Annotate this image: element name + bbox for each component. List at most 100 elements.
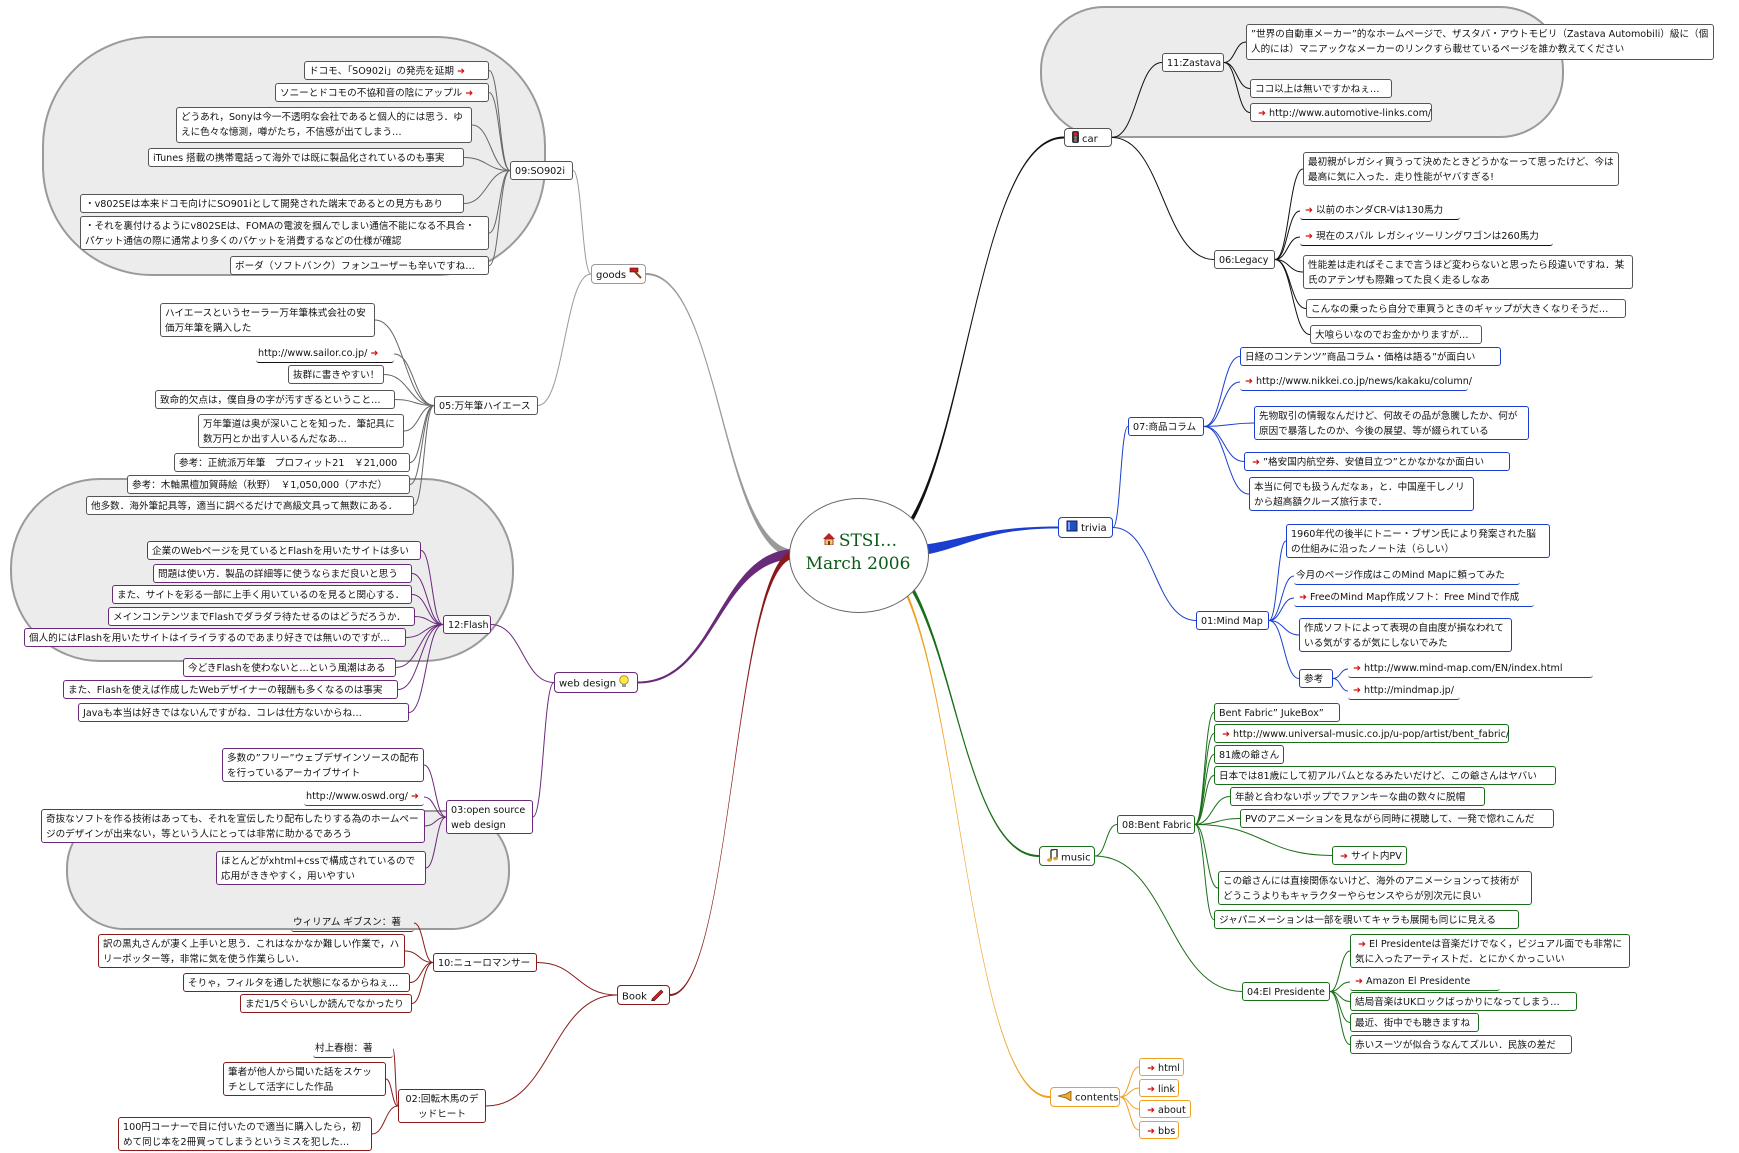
mindmap-note-3: 作成ソフトによって表現の自由度が損なわれている気がするが気にしないでみた [1299,618,1512,652]
link-hiace-hiace_5 [403,405,435,432]
flash-note-6: 今どきFlashを使わないと…という風潮はある [183,658,396,677]
topic-hiace[interactable]: 05:万年筆ハイエース [434,396,538,415]
link-flash-flash_6 [395,624,444,668]
topic-flash[interactable]: 12:Flash [443,615,491,634]
topic-music[interactable]: music [1039,846,1095,866]
link-zastava-zastava_3 [1223,62,1251,113]
branch-car [868,136,1064,558]
oss-link[interactable]: http://www.oswd.org/➜ [304,788,424,806]
link-hiace-hiace_3 [383,374,435,406]
link-book-neuro [536,962,618,996]
so902i-link-2[interactable]: ソニーとドコモの不協和音の陰にアップル➜ [275,83,489,102]
mindmap-reference[interactable]: 参考 [1299,669,1333,688]
zastava-link[interactable]: ➜http://www.automotive-links.com/ [1250,103,1432,122]
mindmap-link[interactable]: ➜FreeのMind Map作成ソフト：Free Mindで作成 [1294,589,1534,607]
link-so902i-so902i_5 [463,170,511,204]
topic-contents[interactable]: contents [1050,1087,1120,1107]
topic-so902i[interactable]: 09:SO902i [510,161,573,180]
red-arrow-icon: ➜ [410,791,419,802]
topic-mindmap[interactable]: 01:Mind Map [1196,611,1269,630]
topic-goods[interactable]: goods [591,264,646,284]
contents-html-link[interactable]: ➜html [1139,1058,1184,1076]
mindmap-note-2: 今月のページ作成はこのMind Mapに頼ってみた [1294,567,1520,585]
link-web-oss [532,682,555,818]
link-mindmap-mindmap_3 [1268,597,1295,621]
red-arrow-icon: ➜ [465,88,474,99]
kakaku-note-3[interactable]: ➜”格安国内航空券、安値目立つ”とかなかなか面白い [1244,452,1510,471]
topic-open-source-web-design[interactable]: 03:open source web design [446,800,533,834]
topic-kaiten-mokuba[interactable]: 02:回転木馬のデッドヒート [398,1089,486,1123]
link-bent-bent_7 [1194,824,1333,856]
link-bent-bent_6 [1194,818,1241,825]
red-arrow-icon: ➜ [1358,939,1367,950]
link-hiace-hiace_7 [409,405,435,485]
link-bent-bent_2 [1194,733,1215,825]
red-arrow-icon: ➜ [1147,1063,1156,1074]
bent-pv-link[interactable]: ➜サイト内PV [1332,846,1407,865]
link-zastava-zastava_1 [1223,41,1247,63]
red-arrow-icon: ➜ [1353,685,1362,696]
mindmap-ref-link-1[interactable]: ➜http://www.mind-map.com/EN/index.html [1348,660,1593,678]
bent-note-5: PVのアニメーションを見ながら同時に視聴して、一発で惚れこんだ [1240,809,1554,828]
legacy-link-2[interactable]: ➜現在のスバル レガシィツーリングワゴンは260馬力 [1300,228,1553,246]
link-oss-oss_3 [424,816,447,827]
center-topic[interactable]: STSI… March 2006 [796,530,920,576]
zastava-comment: ココ以上は無いですかねぇ… [1250,79,1392,98]
link-oss-oss_4 [425,816,447,869]
so902i-note-2: iTunes 搭載の携帯電話って海外では既に製品化されているのも事実 [148,148,464,167]
house-icon [822,531,836,553]
flash-note-2: 問題は使い方．製品の詳細等に使うならまだ良いと思う [153,564,412,583]
hiace-note-1: ハイエースというセーラー万年筆株式会社の安価万年筆を購入した [160,303,375,337]
so902i-note-5: ボーダ（ソフトバンク）フォンユーザーも辛いですね… [230,256,489,275]
link-so902i-so902i_7 [488,170,511,266]
flash-note-7: また、Flashを使えば作成したWebデザイナーの報酬も多くなるのは事実 [63,680,398,699]
link-flash-flash_8 [408,624,444,713]
legacy-link-1[interactable]: ➜以前のホンダCR-Vは130馬力 [1300,202,1460,220]
contents-link-link[interactable]: ➜link [1139,1079,1179,1097]
link-kaiten-kaiten_2 [385,1078,399,1107]
red-arrow-icon: ➜ [1340,851,1349,862]
link-kakaku-kakaku_2 [1203,381,1241,427]
mindmap-ref-link-2[interactable]: ➜http://mindmap.jp/ [1348,682,1460,700]
kakaku-note-4: 本当に何でも扱うんだなぁ，と．中国産干しノリから超高額クルーズ旅行まで． [1249,477,1474,511]
hiace-link[interactable]: http://www.sailor.co.jp/➜ [256,345,394,363]
topic-trivia[interactable]: trivia [1058,517,1113,538]
contents-bbs-link[interactable]: ➜bbs [1139,1121,1179,1139]
link-neuro-neuro_1 [413,922,434,963]
red-arrow-icon: ➜ [370,348,379,359]
link-flash-flash_2 [411,573,444,625]
so902i-note-4: ・それを裏付けるようにv802SEは、FOMAの電波を掴んでしまい通信不能になる… [80,216,489,250]
legacy-note-2: 性能差は走ればそこまで言うほど変わらないと思ったら段違いですね．某氏のアテンザも… [1303,255,1633,289]
link-elp-elp_2 [1329,981,1351,992]
oss-note-2: 奇抜なソフトを作る技術はあっても、それを宣伝したり配布したりする為のホームページ… [41,809,425,843]
so902i-link-1[interactable]: ドコモ、「SO902i」の発売を延期➜ [304,61,489,80]
elp-note-1[interactable]: ➜El Presidenteは音楽だけでなく，ビジュアル面でも非常に気に入ったア… [1350,934,1630,968]
hiace-note-3: 致命的欠点は，僕自身の字が汚すぎるということ… [155,390,395,409]
bent-link[interactable]: ➜http://www.universal-music.co.jp/u-pop/… [1214,724,1509,743]
link-mindmap-mindmap_1 [1268,540,1287,621]
elp-note-4: 赤いスーツが似合うなんてズルい．民族の差だ [1350,1035,1572,1054]
topic-legacy[interactable]: 06:Legacy [1214,250,1275,269]
kakaku-link[interactable]: ➜http://www.nikkei.co.jp/news/kakaku/col… [1240,373,1472,391]
link-bent-bent_5 [1194,796,1231,825]
topic-web-design[interactable]: web design [554,672,638,693]
elp-amazon-link[interactable]: ➜Amazon El Presidente [1350,973,1500,991]
contents-about-link[interactable]: ➜about [1139,1100,1191,1118]
red-arrow-icon: ➜ [456,66,465,77]
bent-note-2: 81歳の爺さん [1214,745,1284,764]
link-book-kaiten [485,994,618,1107]
topic-el-presidente[interactable]: 04:El Presidente [1242,982,1330,1001]
topic-book[interactable]: Book [617,985,670,1005]
link-hiace-hiace_8 [413,405,435,506]
branch-webdesign [638,549,796,684]
topic-zastava[interactable]: 11:Zastava [1162,53,1224,72]
topic-kakaku[interactable]: 07:商品コラム [1128,417,1204,436]
topic-neuromancer[interactable]: 10:ニューロマンサー [433,953,537,972]
bent-note-3: 日本では81歳にして初アルバムとなるみたいだけど、この爺さんはヤバい [1214,766,1556,785]
link-music-elp [1094,855,1243,992]
link-neuro-neuro_3 [409,962,434,983]
branch-music [868,550,1039,857]
topic-bent-fabric[interactable]: 08:Bent Fabric [1117,815,1195,834]
flash-note-3: また、サイトを彩る一部に上手く用いているのを見ると関心する． [112,585,412,604]
topic-car[interactable]: car [1064,128,1112,147]
